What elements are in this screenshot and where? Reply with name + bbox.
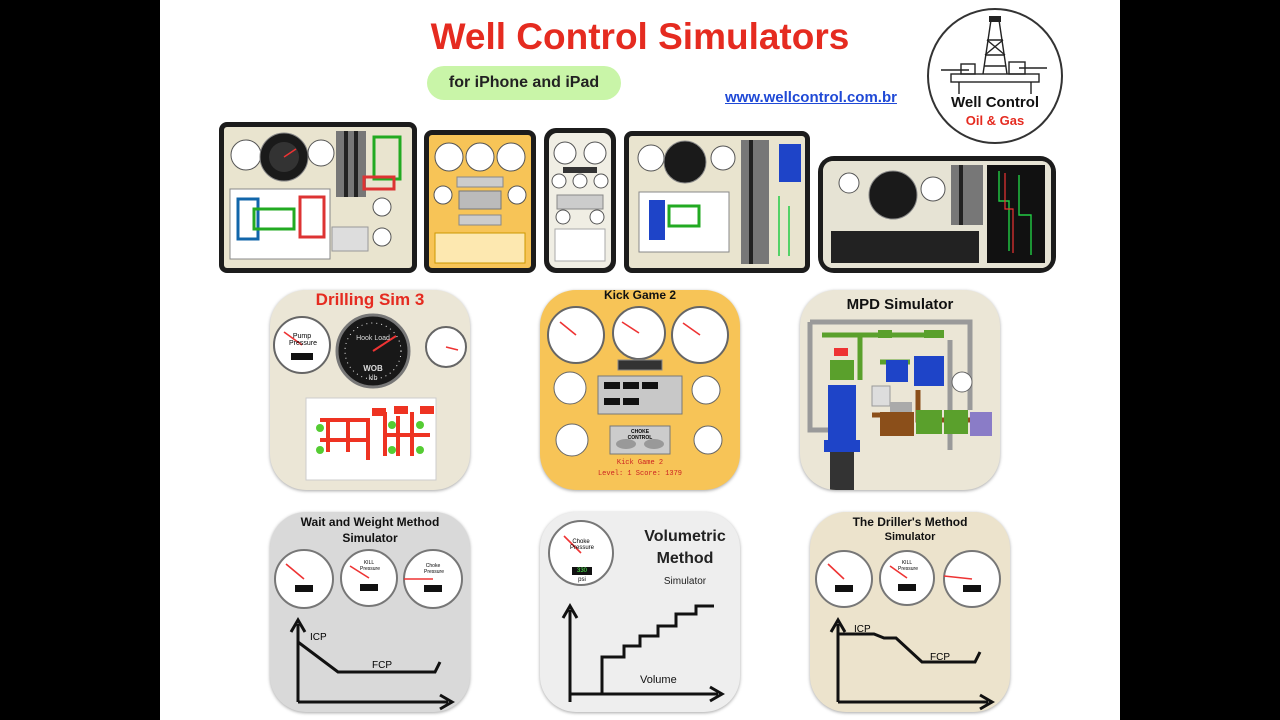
app-tile-drillers[interactable]: The Driller's Method Simulator ICP FCP K… — [810, 512, 1010, 712]
company-logo: Well Control Oil & Gas — [927, 8, 1063, 144]
app-tile-wait-weight[interactable]: Wait and Weight Method Simulator ICP FCP… — [270, 512, 470, 712]
gauge-label: WOB — [363, 364, 383, 373]
axis-label: Volume — [640, 674, 677, 686]
tile-footer: Kick Game 2 — [616, 459, 664, 467]
tile-title: MPD Simulator — [846, 296, 954, 313]
fcp-label: FCP — [930, 652, 950, 663]
slide: Well Control Simulators for iPhone and i… — [160, 0, 1120, 720]
gauge-label: Choke Pressure — [570, 539, 595, 551]
gauge-label: KILL Pressure — [360, 560, 381, 572]
tile-subtitle: Simulator — [663, 576, 707, 587]
logo-line2: Oil & Gas — [965, 113, 1025, 128]
icp-label: ICP — [854, 624, 871, 635]
gauge-label: Choke Pressure — [424, 563, 445, 575]
iphone-landscape-screenshot — [818, 156, 1056, 273]
tile-subtitle: Simulator — [342, 531, 398, 545]
ipad-screenshot-kick — [424, 130, 536, 273]
tile-title: Kick Game 2 — [603, 290, 677, 302]
gauge-value: 330 — [576, 568, 587, 574]
gauge-label: Pump Pressure — [289, 333, 318, 347]
ipad-screenshot-mpd — [624, 131, 810, 273]
page-title: Well Control Simulators — [430, 16, 850, 57]
oil-rig-icon — [941, 16, 1047, 94]
app-tile-volumetric[interactable]: Volumetric Method Simulator Volume Choke… — [540, 512, 740, 712]
tile-subtitle: Simulator — [884, 531, 936, 543]
fcp-label: FCP — [372, 660, 392, 671]
tile-title: The Driller's Method — [852, 515, 968, 529]
website-link[interactable]: www.wellcontrol.com.br — [725, 89, 897, 106]
gauge-label: KILL Pressure — [898, 560, 919, 572]
logo-line1: Well Control — [950, 94, 1040, 111]
ipad-screenshot-drilling — [219, 122, 417, 273]
tile-title: Drilling Sim 3 — [315, 290, 425, 309]
gauge-unit: psi — [578, 577, 586, 583]
icp-label: ICP — [310, 632, 327, 643]
tile-title: Wait and Weight Method — [300, 515, 440, 529]
iphone-screenshot — [544, 128, 616, 273]
choke-control-label: CHOKE CONTROL — [627, 429, 653, 441]
platform-badge: for iPhone and iPad — [427, 66, 621, 100]
tile-title: Volumetric — [644, 528, 726, 545]
tile-title-2: Method — [656, 550, 714, 567]
app-tile-drilling-sim[interactable]: Drilling Sim 3 Pump Pressure Hook Load W… — [270, 290, 470, 490]
tile-score: Level: 1 Score: 1379 — [597, 470, 682, 478]
gauge-label: Hook Load — [356, 335, 390, 342]
gauge-unit: klb — [368, 375, 378, 382]
app-tile-mpd[interactable]: MPD Simulator — [800, 290, 1000, 490]
app-tile-kick-game[interactable]: Kick Game 2 CHOKE CONTROL Kick Game 2 Le… — [540, 290, 740, 490]
